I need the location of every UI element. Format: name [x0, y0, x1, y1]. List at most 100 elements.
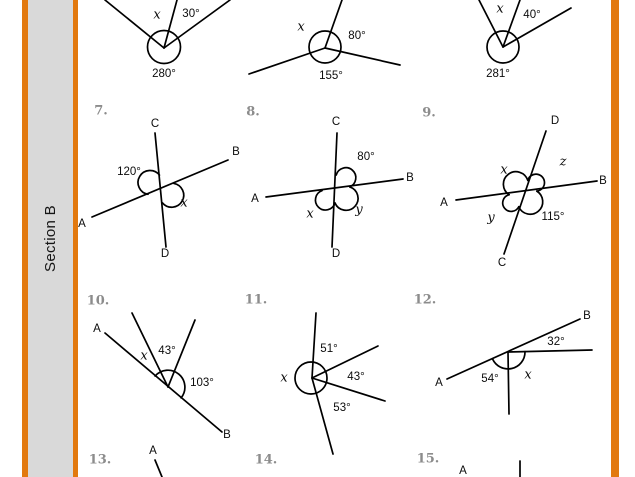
angle-label-54: 54° — [481, 373, 499, 385]
angle-label-115: 115° — [541, 211, 565, 223]
reflex-angle-circle — [146, 29, 182, 65]
angle-label-30: 30° — [182, 8, 200, 20]
angle-label-103: 103° — [190, 377, 214, 389]
ray — [311, 377, 334, 455]
reflex-angle-circle — [308, 30, 342, 64]
var-label-y: y — [355, 202, 363, 218]
ray — [478, 0, 504, 48]
problem-10-number: 10. — [86, 293, 110, 309]
ray — [502, 7, 572, 48]
left-accent-bar — [22, 0, 28, 477]
ray — [167, 319, 196, 388]
angle-label-80: 80° — [357, 151, 375, 163]
point-label-D: D — [160, 248, 170, 260]
angle-label-120: 120° — [117, 166, 141, 178]
angle-arc-120 — [137, 169, 161, 196]
ray — [104, 0, 165, 49]
ray — [163, 0, 231, 49]
figure-problem-9 — [455, 130, 598, 255]
figure-problem-8 — [265, 132, 404, 248]
figure-problem-7 — [91, 132, 229, 248]
ray — [163, 0, 178, 49]
point-label-B: B — [232, 146, 240, 158]
var-label-x: x — [153, 7, 161, 23]
angle-label-80: 80° — [348, 30, 366, 42]
problem-7-number: 7. — [94, 103, 108, 119]
right-accent-bar — [611, 0, 619, 477]
point-label-A: A — [440, 197, 448, 209]
point-label-C: C — [150, 118, 160, 130]
ray-horizontal — [507, 349, 593, 353]
problem-15-number: 15. — [416, 451, 440, 467]
figure-problem-11 — [294, 312, 386, 455]
point-label-A: A — [93, 323, 101, 335]
problem-8-number: 8. — [246, 104, 260, 120]
var-label-x: x — [297, 19, 305, 35]
problem-13-number: 13. — [88, 452, 112, 468]
var-label-z: z — [559, 154, 567, 170]
point-label-C: C — [497, 257, 507, 269]
ray — [311, 345, 379, 379]
angle-arc-x — [314, 189, 336, 211]
point-label-B: B — [406, 172, 414, 184]
ray — [324, 0, 343, 49]
angle-arc-y — [334, 186, 359, 212]
point-label-D: D — [550, 115, 560, 127]
problem-9-number: 9. — [422, 105, 436, 121]
point-label-B: B — [223, 429, 231, 441]
angle-arc-x — [502, 170, 529, 196]
figure-problem-12 — [446, 318, 593, 415]
line-AB — [104, 332, 223, 433]
section-sidebar — [28, 0, 73, 477]
var-label-x: x — [140, 348, 148, 364]
var-label-x: x — [500, 162, 508, 178]
ray — [154, 459, 163, 477]
var-label-x: x — [180, 195, 188, 211]
angle-arc-115 — [517, 190, 544, 216]
var-label-x: x — [524, 367, 532, 383]
reflex-angle-circle — [486, 30, 520, 64]
angle-label-40: 40° — [523, 9, 541, 21]
problem-11-number: 11. — [244, 292, 268, 308]
point-label-A: A — [435, 377, 443, 389]
angle-arc — [491, 350, 526, 370]
ray — [502, 0, 521, 48]
angle-arc-x — [161, 182, 185, 209]
ray — [324, 47, 401, 66]
ray — [131, 312, 169, 388]
problem-14-number: 14. — [254, 452, 278, 468]
reflex-angle-circle — [294, 361, 328, 395]
point-label-C: C — [331, 116, 341, 128]
point-label-A: A — [78, 218, 86, 230]
point-label-A: A — [459, 465, 467, 477]
angle-arc-z — [526, 173, 546, 192]
point-label-B: B — [599, 175, 607, 187]
ray-down — [507, 351, 510, 415]
figure-cutoff-middle — [248, 0, 401, 75]
angle-arc — [154, 369, 186, 399]
angle-label-32: 32° — [547, 336, 565, 348]
angle-arc-y — [501, 193, 520, 213]
figure-cutoff-left — [104, 0, 231, 65]
angle-label-43: 43° — [158, 345, 176, 357]
left-inner-accent-bar — [73, 0, 78, 477]
line-CD — [331, 132, 338, 248]
ray — [311, 377, 386, 402]
figure-cutoff-right — [478, 0, 572, 64]
point-label-D: D — [331, 248, 341, 260]
angle-label-155: 155° — [319, 70, 343, 82]
figure-problem-10 — [104, 312, 223, 433]
line-CD — [503, 130, 547, 255]
angle-label-51: 51° — [320, 343, 338, 355]
line-CD — [154, 132, 167, 248]
point-label-A: A — [149, 445, 157, 457]
var-label-x: x — [496, 1, 504, 17]
line-AB — [446, 318, 581, 380]
angle-label-280: 280° — [152, 68, 176, 80]
angle-label-53: 53° — [333, 402, 351, 414]
var-label-x: x — [280, 370, 288, 386]
angle-label-281: 281° — [486, 68, 510, 80]
angle-label-43: 43° — [347, 371, 365, 383]
point-label-A: A — [251, 193, 259, 205]
